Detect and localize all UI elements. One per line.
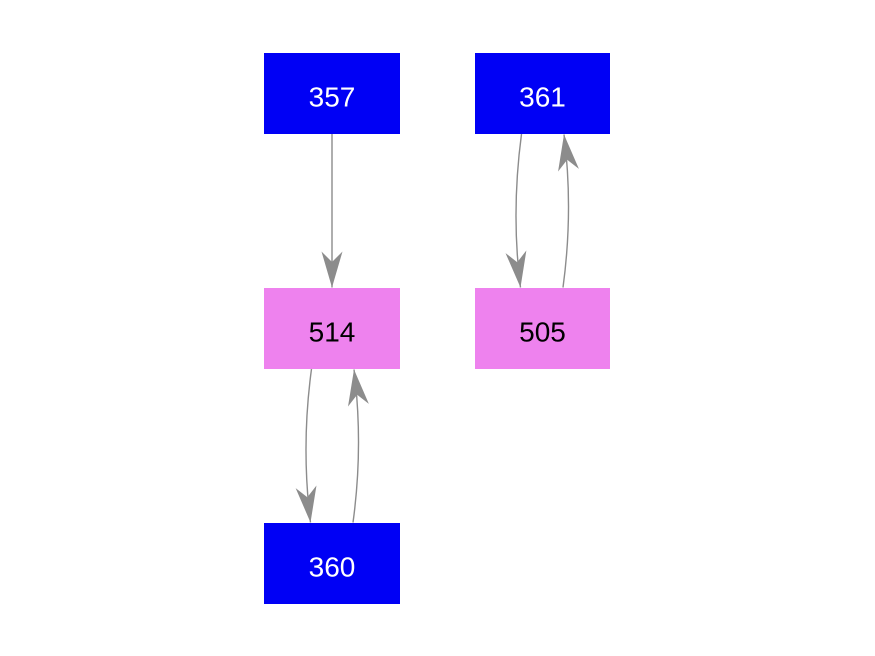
node-361-box <box>475 53 610 134</box>
node-357-label: 357 <box>309 82 356 113</box>
node-361: 361 <box>475 53 610 134</box>
node-357-box <box>264 53 400 134</box>
node-514: 514 <box>264 288 400 369</box>
node-360: 360 <box>264 523 400 604</box>
node-360-box <box>264 523 400 604</box>
node-361-label: 361 <box>519 82 566 113</box>
node-514-label: 514 <box>309 317 356 348</box>
node-505-label: 505 <box>519 317 566 348</box>
node-357: 357 <box>264 53 400 134</box>
edge-505-to-361 <box>558 134 579 288</box>
node-360-label: 360 <box>309 552 356 583</box>
edge-361-to-505 <box>505 133 527 288</box>
edge-514-to-360 <box>295 368 317 523</box>
node-514-box <box>264 288 400 369</box>
node-505: 505 <box>475 288 610 369</box>
node-505-box <box>475 288 610 369</box>
edge-360-to-514 <box>348 369 369 523</box>
